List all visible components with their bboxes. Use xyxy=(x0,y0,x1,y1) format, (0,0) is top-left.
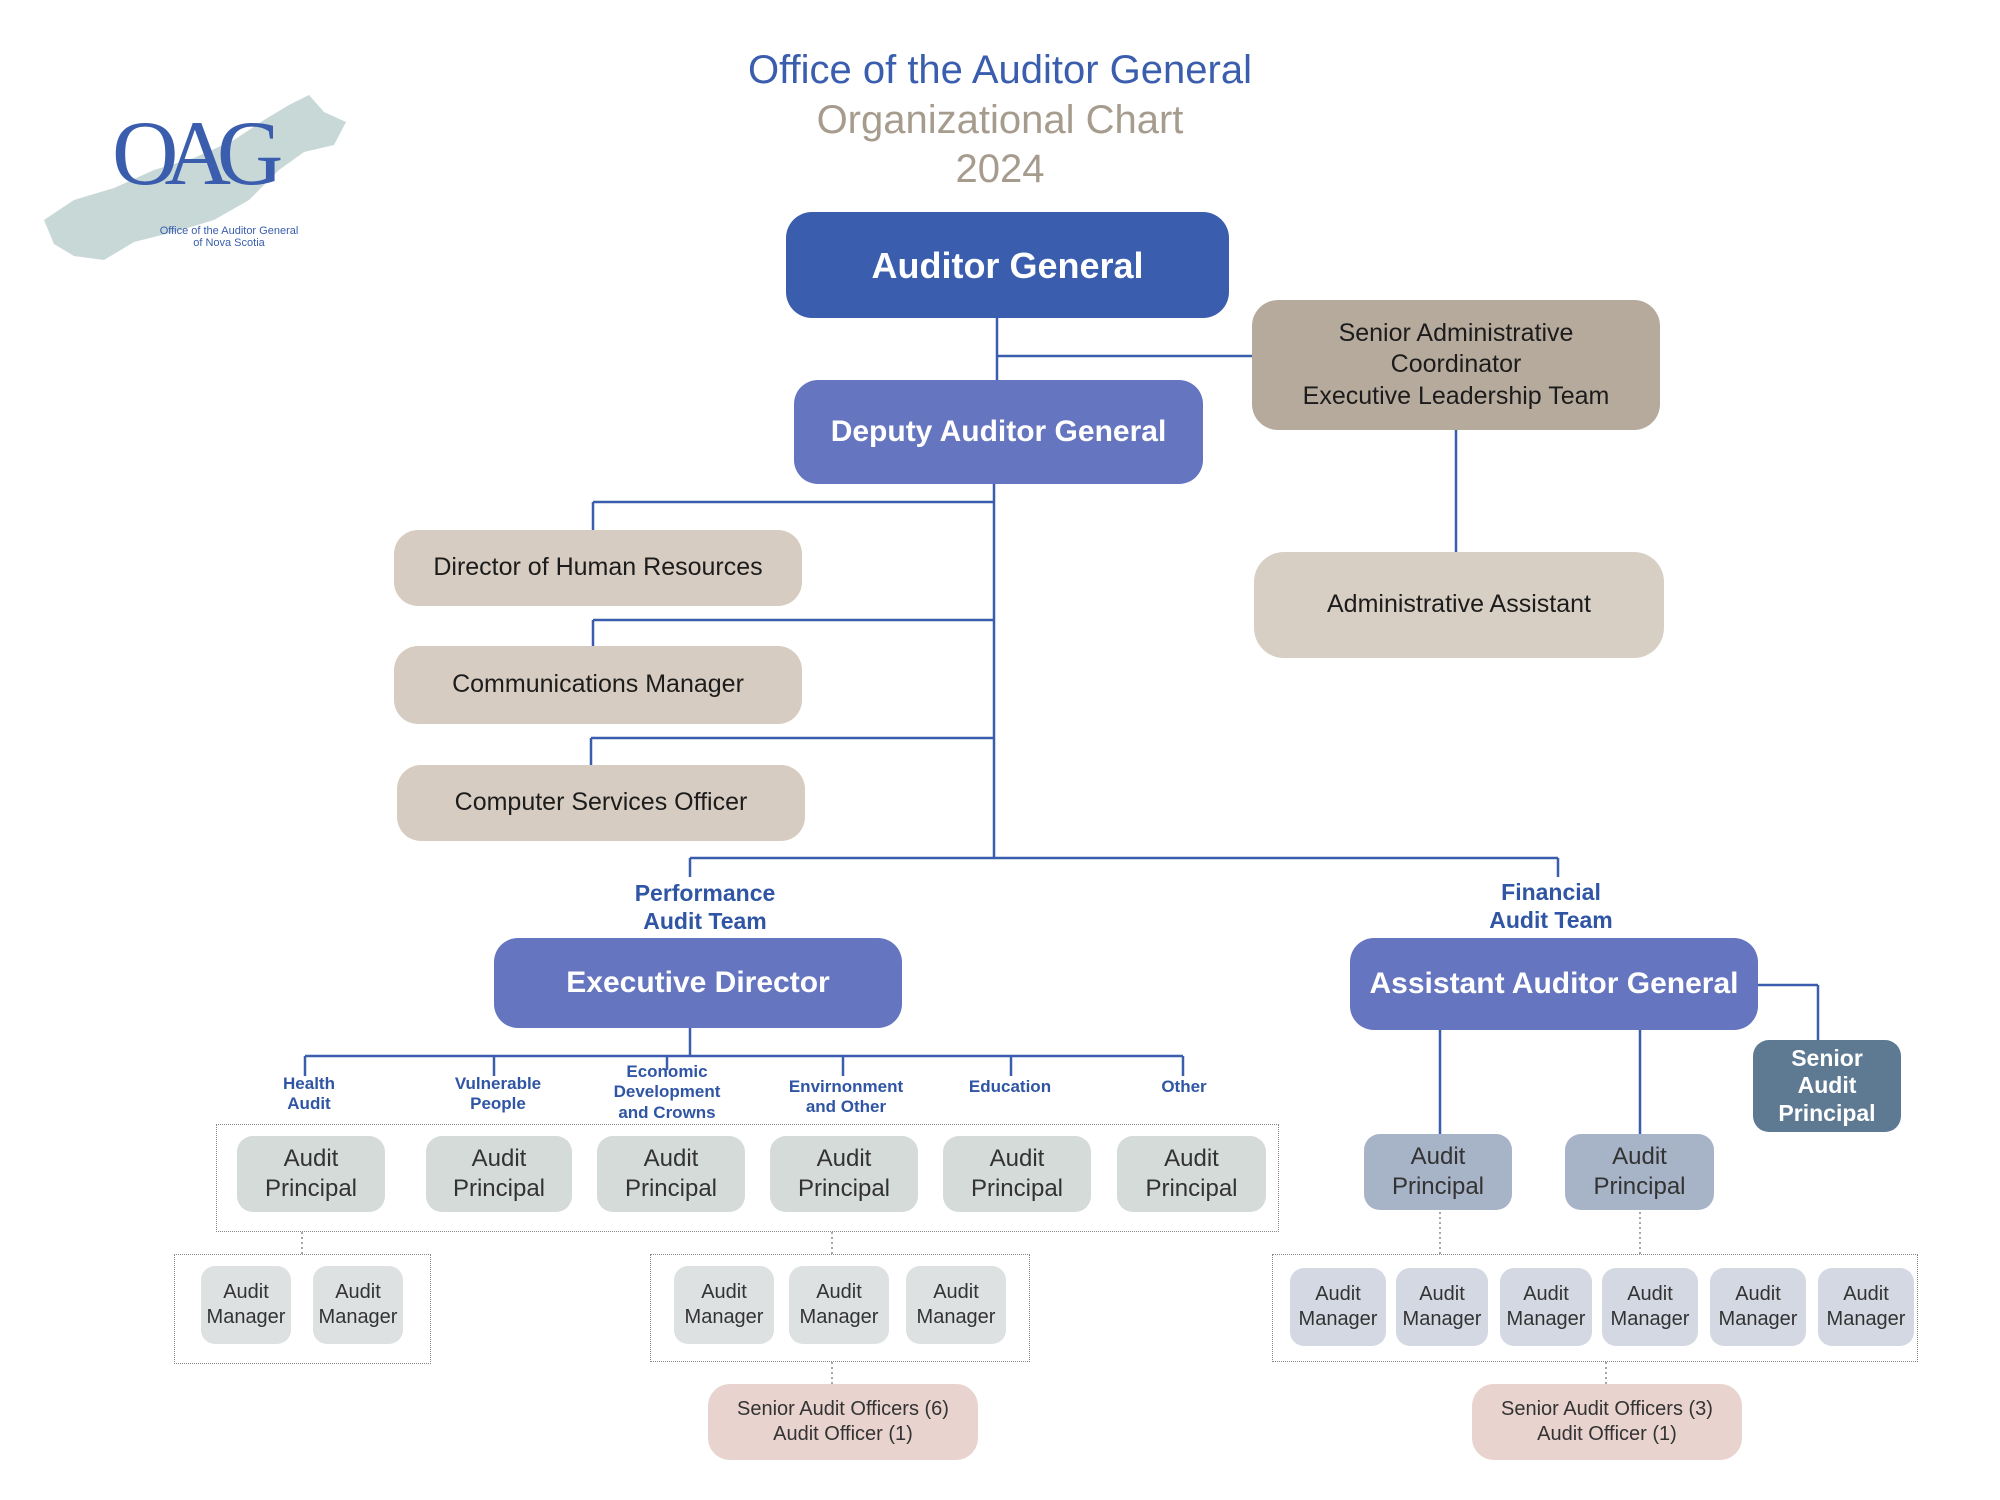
oag-logo: OAG Office of the Auditor General of Nov… xyxy=(34,60,354,270)
performance-team-line1: Performance xyxy=(634,880,776,906)
senior-admin-line2: Coordinator xyxy=(1390,350,1522,379)
logo-caption-line1: Office of the Auditor General xyxy=(159,225,299,237)
page-title: Office of the Auditor General xyxy=(747,48,1252,92)
logo-caption-line2: of Nova Scotia xyxy=(193,237,265,249)
logo-letters: OAG xyxy=(112,102,283,204)
senior-admin-coordinator-box: Senior Administrative Coordinator Execut… xyxy=(1252,300,1660,430)
financial-team-label: Financial Audit Team xyxy=(1446,879,1656,934)
financial-team-line1: Financial xyxy=(1501,879,1601,905)
section-label-other: Other xyxy=(1161,1077,1207,1096)
performance-managers-group-middle xyxy=(650,1254,1030,1362)
page-year: 2024 xyxy=(955,147,1045,191)
nova-scotia-map-icon xyxy=(44,95,346,260)
executive-director-box: Executive Director xyxy=(494,938,902,1028)
section-label-education: Education xyxy=(968,1077,1052,1096)
senior-admin-line1: Senior Administrative xyxy=(1338,319,1574,348)
administrative-assistant-box: Administrative Assistant xyxy=(1254,552,1664,658)
performance-managers-group-left xyxy=(174,1254,431,1364)
performance-team-label: Performance Audit Team xyxy=(600,880,810,935)
financial-audit-officers-box: Senior Audit Officers (3) Audit Officer … xyxy=(1472,1384,1742,1460)
section-label-vulnerable: Vulnerable People xyxy=(454,1074,542,1114)
communications-manager-box: Communications Manager xyxy=(394,646,802,724)
senior-audit-principal-box: Senior Audit Principal xyxy=(1753,1040,1901,1132)
performance-team-line2: Audit Team xyxy=(643,907,767,934)
assistant-auditor-general-box: Assistant Auditor General xyxy=(1350,938,1758,1030)
section-label-economic: Economic Development and Crowns xyxy=(613,1062,721,1122)
financial-team-line2: Audit Team xyxy=(1489,906,1613,933)
deputy-auditor-general-box: Deputy Auditor General xyxy=(794,380,1203,484)
director-hr-box: Director of Human Resources xyxy=(394,530,802,606)
section-label-health: Health Audit xyxy=(283,1074,335,1114)
performance-audit-officers-box: Senior Audit Officers (6) Audit Officer … xyxy=(708,1384,978,1460)
financial-managers-group xyxy=(1272,1254,1918,1362)
computer-services-officer-box: Computer Services Officer xyxy=(397,765,805,841)
auditor-general-box: Auditor General xyxy=(786,212,1229,318)
page-subtitle: Organizational Chart xyxy=(816,98,1184,142)
section-label-environment: Envirnonment and Other xyxy=(788,1077,904,1117)
senior-admin-line3: Executive Leadership Team xyxy=(1302,381,1610,410)
performance-principals-group xyxy=(216,1124,1279,1232)
